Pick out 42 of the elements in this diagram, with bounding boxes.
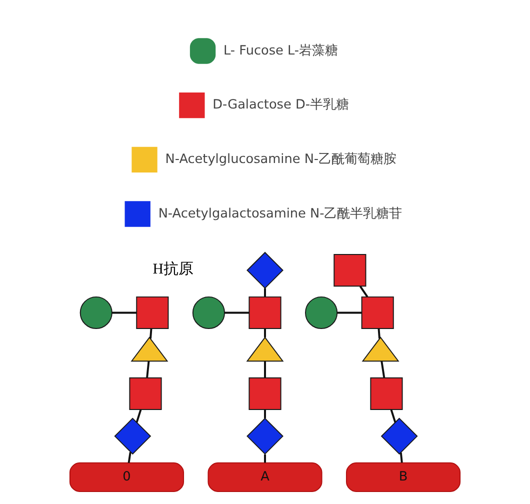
legend-label: L- Fucose L-岩藻糖 bbox=[224, 43, 338, 58]
node-box bbox=[248, 377, 282, 410]
node-box bbox=[248, 296, 282, 330]
connector bbox=[390, 409, 396, 423]
connector bbox=[224, 312, 250, 314]
connector bbox=[146, 361, 150, 378]
node-triangle bbox=[246, 336, 284, 362]
legend-label: D-Galactose D-半乳糖 bbox=[212, 98, 349, 113]
node-box bbox=[129, 377, 162, 410]
node-diamond bbox=[114, 418, 152, 455]
connector bbox=[337, 312, 362, 314]
node-triangle bbox=[130, 336, 168, 362]
node-circle bbox=[192, 296, 225, 330]
node-box bbox=[370, 377, 403, 410]
node-diamond bbox=[246, 418, 284, 455]
node-diamond bbox=[246, 252, 284, 289]
connector bbox=[380, 361, 386, 378]
connector bbox=[400, 452, 403, 463]
connector bbox=[264, 454, 266, 463]
node-box bbox=[334, 254, 366, 287]
connector bbox=[112, 312, 137, 314]
node-circle bbox=[305, 296, 338, 330]
connector bbox=[359, 286, 368, 298]
connector bbox=[264, 361, 266, 378]
node-box bbox=[136, 296, 169, 330]
node-circle bbox=[80, 296, 112, 330]
connector bbox=[264, 328, 266, 338]
node-diamond bbox=[380, 418, 418, 455]
node-box bbox=[361, 296, 394, 330]
node-box: 0 bbox=[69, 462, 184, 492]
node-box: A bbox=[208, 462, 322, 492]
node-triangle bbox=[362, 336, 400, 362]
connector bbox=[128, 452, 132, 463]
connector bbox=[136, 410, 142, 423]
connector bbox=[150, 328, 152, 339]
connector bbox=[264, 410, 266, 418]
connector bbox=[378, 328, 380, 339]
connector bbox=[264, 288, 266, 297]
node-box: B bbox=[346, 462, 461, 492]
legend-label: N-Acetylglucosamine N-乙酰葡萄糖胺 bbox=[165, 152, 397, 168]
label: H抗原 bbox=[152, 262, 194, 278]
legend-label: N-Acetylgalactosamine N-乙酰半乳糖苷 bbox=[158, 206, 402, 222]
